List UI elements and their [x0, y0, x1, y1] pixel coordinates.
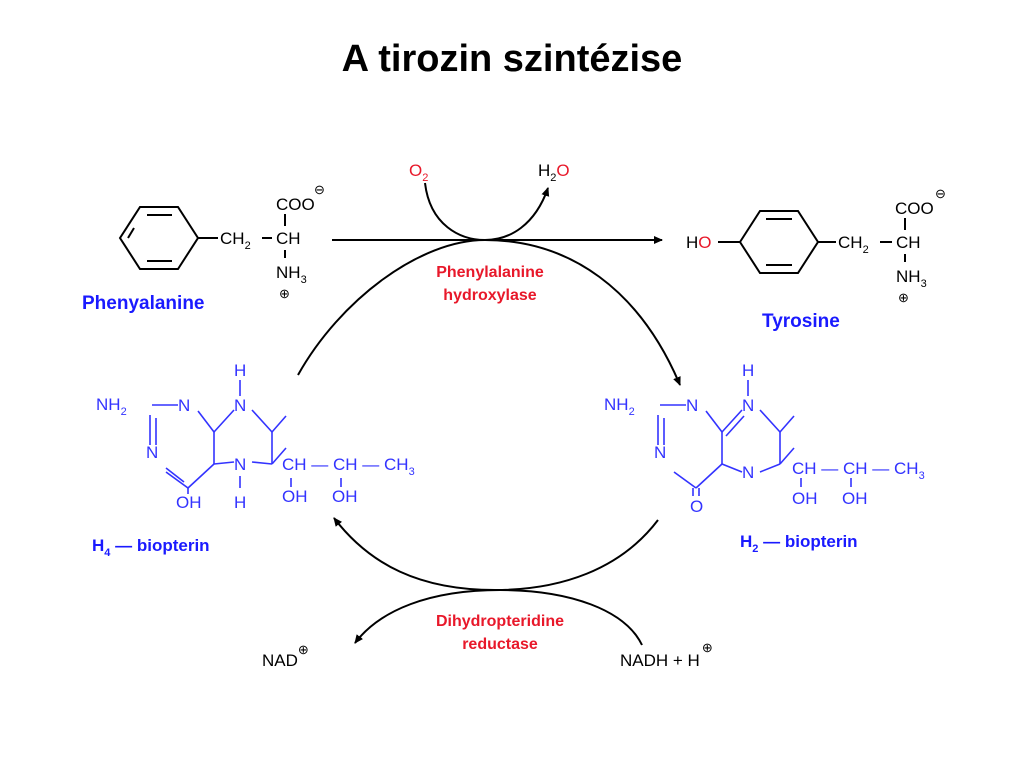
h4-n-upper: N: [234, 396, 246, 415]
positive-charge: ⊕: [279, 286, 290, 301]
h2-n-lower: N: [742, 463, 754, 482]
h4-oh-2: OH: [332, 487, 358, 506]
hydroxyl-o: O: [698, 233, 711, 252]
phenol-ring: [738, 210, 820, 274]
h2-n-top: N: [686, 396, 698, 415]
h4-n-lower: N: [234, 455, 246, 474]
h4-n-left: N: [146, 443, 158, 462]
h2-oh-2: OH: [842, 489, 868, 508]
hydroxylase-name-line2: hydroxylase: [443, 287, 536, 304]
svg-text:NH3: NH3: [896, 267, 927, 290]
h2-nh2: NH2: [604, 395, 635, 418]
nh3-group: NH: [896, 267, 921, 286]
o2-to-h2o-arrow: [424, 182, 550, 242]
h4-biopterin-label: H4 — biopterin: [92, 536, 210, 559]
h2-oh-1: OH: [792, 489, 818, 508]
hydroxyl-h: H: [686, 233, 698, 252]
positive-charge: ⊕: [898, 290, 909, 305]
ch-group: CH: [276, 229, 301, 248]
coo-group: COO: [895, 199, 934, 218]
svg-text:CH2: CH2: [220, 229, 251, 252]
tyrosine-structure: HO CH2 CH COO ⊖ NH3 ⊕: [686, 186, 946, 305]
h4-h-bottom: H: [234, 493, 246, 512]
hydroxylase-name-line1: Phenylalanine: [436, 264, 544, 281]
h4-side-chain: CH — CH — CH3: [282, 455, 415, 478]
h4-h-top: H: [234, 361, 246, 380]
h4-oh-ring: OH: [176, 493, 202, 512]
nadh-label: NADH + H⊕: [620, 640, 713, 670]
h2o-label: H2O: [538, 161, 570, 184]
h4-nh2: NH2: [96, 395, 127, 418]
h2-n-left: N: [654, 443, 666, 462]
h2-n-upper: N: [742, 396, 754, 415]
h2-o-ring: O: [690, 497, 703, 516]
slide-title: A tirozin szintézise: [341, 38, 683, 80]
h2-to-h4-arc: [333, 517, 659, 592]
benzene-ring: [118, 206, 200, 270]
h4-n-top: N: [178, 396, 190, 415]
h4-oh-1: OH: [282, 487, 308, 506]
reductase-name-line1: Dihydropteridine: [436, 613, 564, 630]
nad-label: NAD⊕: [262, 642, 309, 670]
negative-charge: ⊖: [935, 186, 946, 201]
phenylalanine-label: Phenyalanine: [82, 293, 205, 314]
ch-group: CH: [896, 233, 921, 252]
h2-side-chain: CH — CH — CH3: [792, 459, 925, 482]
h4-to-h2-arc: [297, 238, 681, 386]
coo-group: COO: [276, 195, 315, 214]
nh3-group: NH: [276, 263, 301, 282]
h2-biopterin-label: H2 — biopterin: [740, 532, 858, 555]
o2-label: O2: [409, 161, 428, 184]
tyrosine-label: Tyrosine: [762, 311, 840, 332]
h2-h-top: H: [742, 361, 754, 380]
negative-charge: ⊖: [314, 182, 325, 197]
nadh-to-nad-arrow: [354, 588, 643, 646]
reductase-name-line2: reductase: [462, 636, 538, 653]
svg-text:NH3: NH3: [276, 263, 307, 286]
ch2-group: CH: [220, 229, 245, 248]
ch2-group: CH: [838, 233, 863, 252]
h2-biopterin-structure: [657, 380, 852, 496]
h4-biopterin-structure: [149, 380, 342, 494]
svg-text:HO: HO: [686, 233, 712, 252]
svg-text:CH2: CH2: [838, 233, 869, 256]
phenylalanine-structure: CH2 CH COO ⊖ NH3 ⊕: [118, 182, 325, 301]
